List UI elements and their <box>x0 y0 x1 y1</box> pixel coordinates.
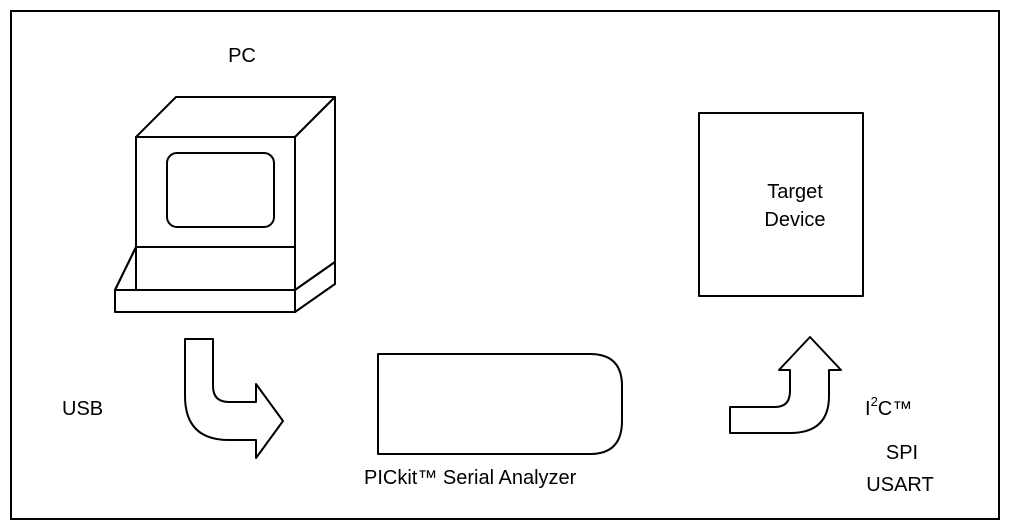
analyzer-box <box>377 353 623 455</box>
target-device-box <box>698 112 864 297</box>
usart-label: USART <box>866 474 934 496</box>
target-label-line1: Target <box>767 181 823 203</box>
target-label-line2: Device <box>764 209 826 231</box>
computer-icon <box>114 96 336 313</box>
usb-label: USB <box>62 398 104 420</box>
analyzer-label: PICkit™ Serial Analyzer <box>364 467 577 489</box>
usb-arrow-icon <box>184 338 284 459</box>
protocol-arrow-icon <box>729 336 842 434</box>
spi-label: SPI <box>885 442 919 464</box>
pc-label: PC <box>228 45 256 67</box>
i2c-label: I2C™ <box>865 394 913 420</box>
screen-icon <box>166 152 275 228</box>
block-diagram <box>114 96 864 459</box>
